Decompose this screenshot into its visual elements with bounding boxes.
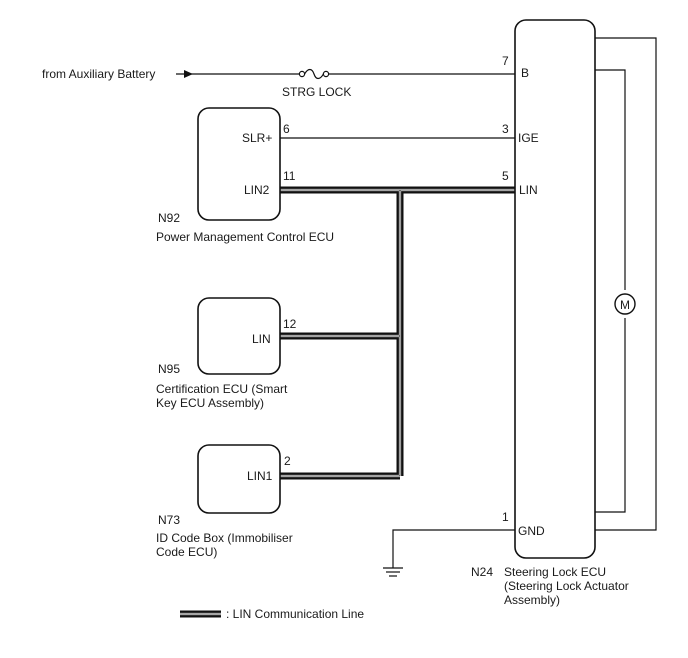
connector-id-n92: N92 xyxy=(158,211,180,225)
pin-num-1: 1 xyxy=(502,510,509,524)
ecu-n95: LIN 12 N95 Certification ECU (Smart Key … xyxy=(156,297,297,410)
pin-num-5: 5 xyxy=(502,169,509,183)
pin-ige-label: IGE xyxy=(518,131,539,145)
pin-num-2: 2 xyxy=(284,454,291,468)
fuse-strg-lock: STRG LOCK xyxy=(282,68,351,99)
ecu-n92: SLR+ 6 LIN2 11 N92 Power Management Cont… xyxy=(156,107,334,244)
arrow-icon xyxy=(184,70,193,78)
pin-num-6: 6 xyxy=(283,122,290,136)
actuator-motor-circuit: M xyxy=(595,37,657,531)
fuse-icon xyxy=(304,68,324,80)
motor-symbol: M xyxy=(620,298,630,312)
connector-id-n24: N24 xyxy=(471,565,493,579)
ecu-name-n73-line1: ID Code Box (Immobiliser xyxy=(156,531,293,545)
lin-bus xyxy=(280,186,515,480)
pin-num-11: 11 xyxy=(283,169,296,183)
legend: : LIN Communication Line xyxy=(180,607,364,621)
ecu-n73: LIN1 2 N73 ID Code Box (Immobiliser Code… xyxy=(156,444,293,559)
source-label: from Auxiliary Battery xyxy=(42,67,155,81)
pin-lin-n24-label: LIN xyxy=(519,183,538,197)
fuse-label: STRG LOCK xyxy=(282,85,351,99)
connector-id-n73: N73 xyxy=(158,513,180,527)
ground-connection xyxy=(383,529,515,577)
ecu-name-n73-line2: Code ECU) xyxy=(156,545,217,559)
pin-num-3: 3 xyxy=(502,122,509,136)
battery-feed: from Auxiliary Battery xyxy=(42,67,515,81)
ecu-n24: B 7 IGE 3 LIN 5 GND 1 N24 Steering Lock … xyxy=(471,19,629,607)
legend-label: : LIN Communication Line xyxy=(226,607,364,621)
ecu-name-n24-line2: (Steering Lock Actuator xyxy=(504,579,629,593)
ecu-name-n95-line1: Certification ECU (Smart xyxy=(156,382,288,396)
connector-id-n95: N95 xyxy=(158,362,180,376)
ecu-name-n24-line1: Steering Lock ECU xyxy=(504,565,606,579)
pin-gnd-label: GND xyxy=(518,524,545,538)
motor-icon xyxy=(614,293,636,315)
ecu-name-n95-line2: Key ECU Assembly) xyxy=(156,396,264,410)
pin-lin2-label: LIN2 xyxy=(244,183,270,197)
pin-num-12: 12 xyxy=(283,317,297,331)
pin-lin1-label: LIN1 xyxy=(247,469,273,483)
pin-num-7: 7 xyxy=(502,54,509,68)
pin-lin-label: LIN xyxy=(252,332,271,346)
pin-b-label: B xyxy=(521,66,529,80)
pin-slr-label: SLR+ xyxy=(242,131,272,145)
ecu-name-n92: Power Management Control ECU xyxy=(156,230,334,244)
ecu-name-n24-line3: Assembly) xyxy=(504,593,560,607)
